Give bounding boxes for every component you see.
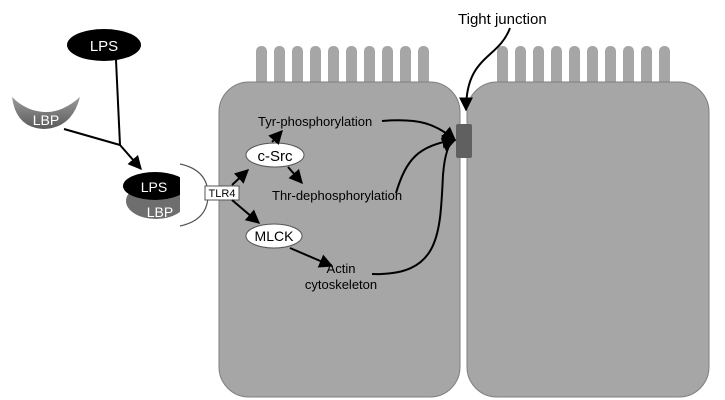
mlck-node [245, 223, 303, 249]
lbp-complex-label: LBP [147, 204, 173, 220]
lps-line [115, 59, 121, 146]
lbp-free-label: LBP [33, 112, 59, 128]
mlck-label: MLCK [255, 228, 295, 244]
tight-junction-pointer [459, 27, 511, 112]
mlck-to-actin-arrow [289, 247, 334, 268]
lbp-line [63, 128, 121, 146]
tight-junction-block [456, 124, 472, 158]
tlr4-receptor [179, 163, 209, 227]
tlr4-to-mlck-arrow [231, 199, 261, 224]
tlr4-box [204, 185, 240, 201]
tlr4-label: TLR4 [209, 188, 236, 200]
right-epithelial-cell [466, 81, 710, 398]
lbp-free [12, 97, 80, 129]
actin-to-junction-curve [371, 138, 457, 276]
actin-label-line2: cytoskeleton [305, 277, 377, 292]
actin-label-line1: Actin [327, 261, 356, 276]
lps-free-label: LPS [90, 38, 118, 55]
tlr4-to-csrc-arrow [231, 169, 250, 186]
lps-complex-label: LPS [141, 179, 167, 195]
complex-arrow [119, 144, 142, 171]
c-src-label: c-Src [258, 148, 293, 165]
tyr-phosphorylation-label: Tyr-phosphorylation [258, 114, 372, 129]
lps-complex [123, 172, 187, 200]
thr-dephosphorylation-label: Thr-dephosphorylation [272, 188, 402, 203]
csrc-to-tyr-arrow [268, 129, 283, 146]
csrc-to-thr-arrow [287, 166, 303, 185]
tight-junction-label: Tight junction [458, 11, 547, 28]
lps-free [67, 29, 141, 61]
